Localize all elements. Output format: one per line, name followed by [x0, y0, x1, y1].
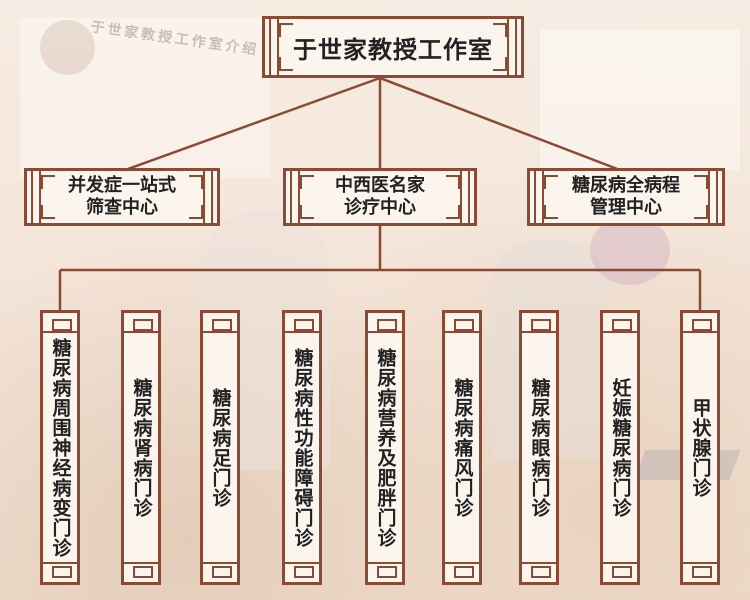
fret-ornament	[41, 175, 55, 189]
connector-title-right	[379, 76, 621, 172]
fret-ornament	[445, 317, 479, 333]
fret-ornament	[368, 562, 402, 578]
fret-ornament	[189, 205, 203, 219]
clinic-label: 糖尿病营养及肥胖门诊	[374, 347, 397, 548]
clinic-box-gout: 糖尿病痛风门诊	[442, 310, 482, 585]
fret-ornament	[189, 175, 203, 189]
clinic-box-sexual-dysfunction: 糖尿病性功能障碍门诊	[282, 310, 322, 585]
clinic-box-nephropathy: 糖尿病肾病门诊	[121, 310, 161, 585]
fret-ornament	[603, 562, 637, 578]
fret-ornament	[446, 205, 460, 219]
fret-ornament	[544, 175, 558, 189]
center-label-line1: 糖尿病全病程	[572, 175, 680, 196]
background-window	[540, 30, 740, 170]
fret-ornament	[522, 317, 556, 333]
fret-ornament	[368, 317, 402, 333]
clinic-label: 糖尿病眼病门诊	[528, 377, 551, 518]
clinic-label: 糖尿病周围神经病变门诊	[49, 337, 72, 558]
fret-ornament	[683, 562, 717, 578]
background-portrait	[40, 20, 95, 75]
background-flowers	[590, 215, 670, 285]
background-intro-panel: 于世家教授工作室介绍	[20, 18, 270, 178]
center-label-line1: 并发症一站式	[68, 175, 176, 196]
fret-ornament	[493, 57, 507, 71]
clinic-label: 糖尿病痛风门诊	[451, 377, 474, 518]
fret-ornament	[203, 317, 237, 333]
fret-ornament	[445, 562, 479, 578]
clinic-label: 糖尿病性功能障碍门诊	[291, 347, 314, 548]
center-label-line2: 管理中心	[590, 197, 662, 218]
fret-ornament	[285, 562, 319, 578]
clinic-box-thyroid: 甲状腺门诊	[680, 310, 720, 585]
fret-ornament	[694, 175, 708, 189]
fret-ornament	[544, 205, 558, 219]
fret-ornament	[683, 317, 717, 333]
title-label: 于世家教授工作室	[293, 35, 493, 64]
center-box-tcm-western: 中西医名家 诊疗中心	[283, 168, 477, 226]
fret-ornament	[300, 205, 314, 219]
fret-ornament	[43, 317, 77, 333]
center-label-line2: 筛查中心	[86, 197, 158, 218]
fret-ornament	[694, 205, 708, 219]
center-label-line1: 中西医名家	[335, 175, 425, 196]
fret-ornament	[285, 317, 319, 333]
fret-ornament	[41, 205, 55, 219]
connector-title-left	[124, 76, 381, 172]
fret-ornament	[493, 23, 507, 37]
clinic-box-foot: 糖尿病足门诊	[200, 310, 240, 585]
fret-ornament	[124, 562, 158, 578]
fret-ornament	[279, 23, 293, 37]
clinic-box-eye: 糖尿病眼病门诊	[519, 310, 559, 585]
clinic-box-neuropathy: 糖尿病周围神经病变门诊	[40, 310, 80, 585]
fret-ornament	[446, 175, 460, 189]
clinic-label: 糖尿病肾病门诊	[130, 377, 153, 518]
clinic-label: 妊娠糖尿病门诊	[609, 377, 632, 518]
clinic-box-gestational: 妊娠糖尿病门诊	[600, 310, 640, 585]
fret-ornament	[522, 562, 556, 578]
fret-ornament	[603, 317, 637, 333]
center-box-management: 糖尿病全病程 管理中心	[527, 168, 725, 226]
center-label-line2: 诊疗中心	[344, 197, 416, 218]
fret-ornament	[124, 317, 158, 333]
fret-ornament	[279, 57, 293, 71]
title-box: 于世家教授工作室	[262, 16, 524, 78]
clinic-box-nutrition-obesity: 糖尿病营养及肥胖门诊	[365, 310, 405, 585]
clinic-label: 糖尿病足门诊	[209, 387, 232, 508]
center-box-screening: 并发症一站式 筛查中心	[24, 168, 220, 226]
fret-ornament	[203, 562, 237, 578]
clinic-label: 甲状腺门诊	[689, 397, 712, 498]
fret-ornament	[43, 562, 77, 578]
fret-ornament	[300, 175, 314, 189]
